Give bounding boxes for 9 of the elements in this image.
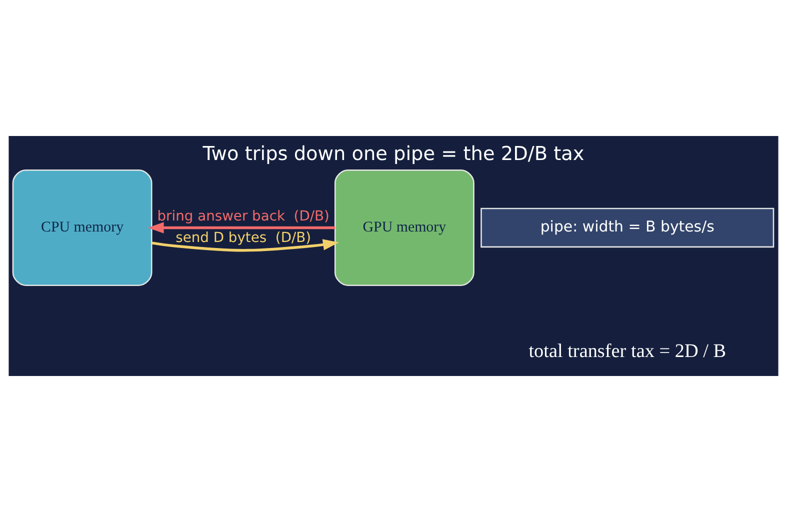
- edge-label: bring answer back (D/B): [157, 208, 330, 225]
- arrow: [148, 222, 336, 234]
- node-box: pipe: width = B bytes/s: [480, 208, 774, 248]
- edge-label: send D bytes (D/B): [176, 230, 312, 246]
- node-box: GPU memory: [334, 170, 474, 286]
- diagram-title: Two trips down one pipe = the 2D/B tax: [202, 142, 584, 165]
- arrow: [152, 239, 340, 252]
- node-box: CPU memory: [12, 170, 152, 286]
- label: total transfer tax = 2D / B: [528, 341, 726, 362]
